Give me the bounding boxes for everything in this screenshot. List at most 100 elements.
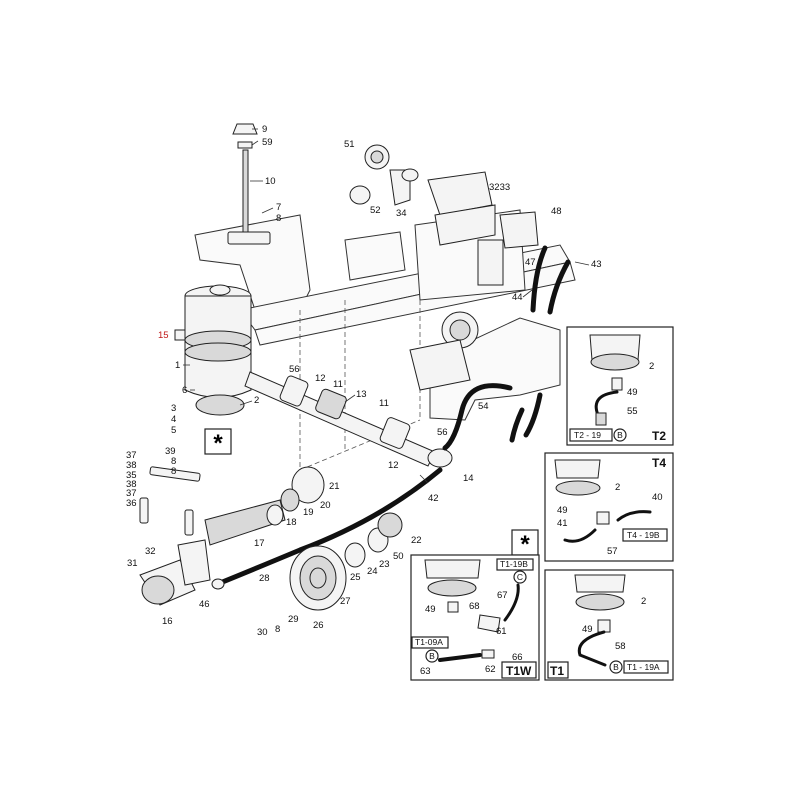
- label-62: 62: [485, 664, 496, 675]
- svg-text:T2 - 19: T2 - 19: [574, 430, 601, 440]
- svg-text:T2: T2: [652, 429, 666, 443]
- upper-components: [349, 144, 539, 391]
- label-31: 31: [127, 558, 138, 569]
- label-11b: 11: [379, 398, 389, 409]
- label-67: 67: [497, 590, 508, 601]
- label-49-t1: 49: [582, 624, 593, 635]
- label-23: 23: [379, 559, 390, 570]
- label-37a: 37: [126, 450, 137, 461]
- label-61: 61: [496, 626, 507, 637]
- label-42: 42: [428, 493, 439, 504]
- svg-text:T1 - 19A: T1 - 19A: [627, 662, 660, 672]
- label-56a: 56: [289, 364, 300, 375]
- hoses: [211, 245, 571, 590]
- label-24: 24: [367, 566, 378, 577]
- shaft-assembly: [244, 371, 453, 468]
- label-12a: 12: [315, 373, 326, 384]
- inset-t4: T4 - 19B T4: [544, 452, 674, 562]
- label-2-t2: 2: [649, 361, 654, 372]
- label-48: 48: [551, 206, 562, 217]
- label-5: 5: [171, 425, 176, 436]
- label-41: 41: [557, 518, 568, 529]
- label-2: 2: [254, 395, 259, 406]
- leader-lines: [183, 128, 590, 484]
- label-3: 3: [171, 403, 176, 414]
- label-49-t4: 49: [557, 505, 568, 516]
- label-51: 51: [344, 139, 355, 150]
- label-63: 63: [420, 666, 431, 677]
- label-11a: 11: [333, 379, 343, 390]
- label-8c: 8: [171, 466, 176, 477]
- label-21: 21: [329, 481, 340, 492]
- label-14: 14: [463, 473, 474, 484]
- label-17: 17: [254, 538, 265, 549]
- label-36: 36: [126, 498, 137, 509]
- svg-text:T4: T4: [652, 456, 666, 470]
- label-54: 54: [478, 401, 489, 412]
- label-27: 27: [340, 596, 351, 607]
- chassis-frame: [194, 209, 576, 471]
- label-28: 28: [259, 573, 270, 584]
- svg-text:T1W: T1W: [506, 664, 532, 678]
- label-58: 58: [615, 641, 626, 652]
- label-26: 26: [313, 620, 324, 631]
- label-30: 30: [257, 627, 268, 638]
- label-57: 57: [607, 546, 618, 557]
- label-40: 40: [652, 492, 663, 503]
- label-16: 16: [162, 616, 173, 627]
- inset-t1w: T1-19B C T1-09A B T1W: [410, 554, 540, 681]
- label-35: 35: [126, 470, 137, 481]
- label-46: 46: [199, 599, 210, 610]
- label-49-t2: 49: [627, 387, 638, 398]
- label-1: 1: [175, 360, 180, 371]
- label-29: 29: [288, 614, 299, 625]
- label-38b: 38: [126, 479, 137, 490]
- svg-text:T4 - 19B: T4 - 19B: [627, 530, 660, 540]
- label-25: 25: [350, 572, 361, 583]
- svg-text:B: B: [613, 662, 619, 672]
- label-2-t1: 2: [641, 596, 646, 607]
- label-4: 4: [171, 414, 176, 425]
- svg-text:T1-19B: T1-19B: [500, 559, 528, 569]
- svg-text:C: C: [517, 572, 523, 582]
- svg-text:B: B: [617, 430, 623, 440]
- pump-assembly: [139, 466, 403, 611]
- label-19: 19: [303, 507, 314, 518]
- label-3233: 3233: [489, 182, 510, 193]
- label-44: 44: [512, 292, 523, 303]
- label-66: 66: [512, 652, 523, 663]
- label-68: 68: [469, 601, 480, 612]
- label-34: 34: [396, 208, 407, 219]
- label-56b: 56: [437, 427, 448, 438]
- label-8b: 8: [171, 456, 176, 467]
- label-38a: 38: [126, 460, 137, 471]
- label-12b: 12: [388, 460, 399, 471]
- label-55: 55: [627, 406, 638, 417]
- label-9: 9: [262, 124, 267, 135]
- filter-assembly: [174, 123, 271, 416]
- inset-t1: B T1 - 19A T1: [544, 569, 674, 681]
- asterisk-box-inset: *: [511, 529, 539, 558]
- label-8: 8: [276, 213, 281, 224]
- label-22: 22: [411, 535, 422, 546]
- svg-text:*: *: [520, 531, 530, 558]
- label-47: 47: [525, 257, 536, 268]
- part-labels: 9 59 10 7 8 51 52 34 3233 48 47 43 44 15…: [126, 124, 663, 677]
- label-37b: 37: [126, 488, 137, 499]
- label-39: 39: [165, 446, 176, 457]
- label-49-t1w: 49: [425, 604, 436, 615]
- label-20: 20: [320, 500, 331, 511]
- label-43: 43: [591, 259, 602, 270]
- label-2-t4: 2: [615, 482, 620, 493]
- inset-t2: T2 - 19 B T2: [566, 326, 674, 446]
- label-50: 50: [393, 551, 404, 562]
- svg-text:B: B: [429, 651, 435, 661]
- svg-text:*: *: [213, 430, 223, 457]
- label-32: 32: [145, 546, 156, 557]
- label-18: 18: [286, 517, 297, 528]
- label-7: 7: [276, 202, 281, 213]
- label-15: 15: [158, 330, 169, 341]
- label-10: 10: [265, 176, 276, 187]
- label-59: 59: [262, 137, 273, 148]
